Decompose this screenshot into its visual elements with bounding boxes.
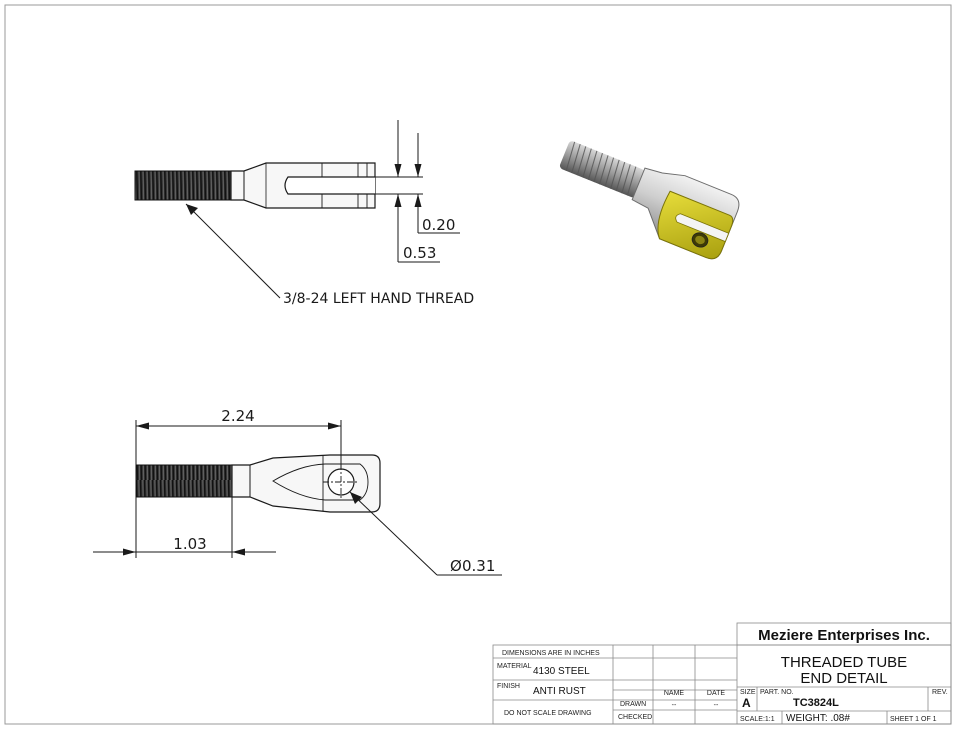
part-no-label: PART. NO. — [760, 689, 794, 696]
name-header: NAME — [664, 690, 685, 697]
side-view: 2.24 1.03 Ø 0.31 — [93, 407, 502, 576]
material-value: 4130 STEEL — [533, 666, 590, 677]
dim-overall — [135, 420, 342, 468]
iso-thread — [559, 141, 645, 198]
eye-taper — [272, 463, 369, 501]
dim-hole-dia-label: 0.31 — [462, 557, 495, 575]
top-view-thread — [134, 170, 232, 201]
thread-leader — [185, 203, 281, 299]
checked-label: CHECKED — [618, 714, 652, 721]
sheet-text: SHEET 1 OF 1 — [890, 716, 937, 723]
isometric-view — [559, 141, 740, 260]
rev-label: REV. — [932, 689, 948, 696]
title-block — [492, 622, 952, 725]
drawn-date: -- — [714, 702, 719, 709]
drawing-title-line1: THREADED TUBE — [781, 654, 907, 671]
weight-text: WEIGHT: .08# — [786, 713, 850, 724]
dim-overall-label: 2.24 — [221, 407, 254, 425]
size-label: SIZE — [740, 689, 756, 696]
drawing-title-line2: END DETAIL — [800, 670, 887, 687]
dim-thread-length-label: 1.03 — [173, 535, 206, 553]
dims-note: DIMENSIONS ARE IN INCHES — [502, 650, 600, 657]
fork-slot — [284, 176, 375, 195]
dim-slot-width-label: 0.20 — [422, 216, 455, 234]
material-label: MATERIAL — [497, 663, 532, 670]
drawn-name: -- — [672, 702, 677, 709]
size-value: A — [742, 696, 751, 710]
dim-slot-depth — [394, 194, 440, 263]
thread-note: 3/8-24 LEFT HAND THREAD — [283, 291, 474, 307]
dim-slot-width — [375, 120, 460, 234]
top-view: 0.20 0.53 3/8-24 LEFT HAND THREAD — [134, 120, 474, 307]
finish-value: ANTI RUST — [533, 686, 586, 697]
dim-hole-dia-symbol: Ø — [450, 557, 462, 575]
dim-thread-length — [93, 497, 276, 558]
dim-slot-depth-label: 0.53 — [403, 244, 436, 262]
part-no-value: TC3824L — [793, 697, 839, 709]
drawn-label: DRAWN — [620, 701, 646, 708]
scale-text: SCALE:1:1 — [740, 716, 775, 723]
iso-slot — [675, 213, 730, 243]
company-name: Meziere Enterprises Inc. — [758, 627, 930, 644]
date-header: DATE — [707, 690, 725, 697]
sheet-border — [4, 4, 952, 725]
no-scale-note: DO NOT SCALE DRAWING — [504, 710, 592, 717]
side-view-thread — [135, 464, 233, 498]
finish-label: FINISH — [497, 683, 520, 690]
dim-hole-dia — [349, 491, 502, 576]
